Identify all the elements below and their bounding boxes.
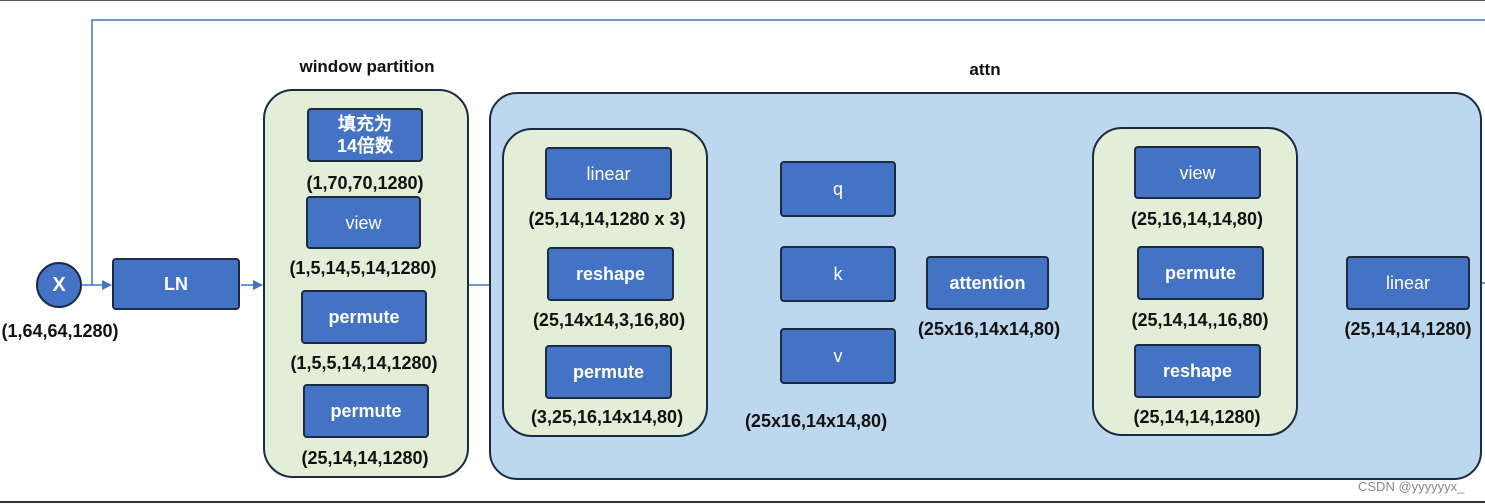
top-border [0, 0, 1485, 1]
partition-permute-1-shape-label: (1,5,5,14,14,1280) [290, 353, 438, 373]
qkv-permute-shape-label: (3,25,16,14x14,80) [530, 407, 684, 427]
qkv-reshape-block: reshape [547, 247, 674, 301]
qkv-reshape-shape-label: (25,14x14,3,16,80) [532, 310, 686, 330]
attention-label: attention [949, 273, 1026, 293]
qkv-linear-shape-label: (25,14,14,1280 x 3) [528, 209, 686, 229]
input-x-node: X [36, 262, 82, 308]
attn-title: attn [969, 60, 1001, 79]
qkv-permute-block: permute [545, 345, 672, 399]
out-view-label: view [1179, 162, 1216, 183]
input-x-label: X [52, 273, 66, 296]
v-block: v [780, 328, 896, 384]
k-block: k [780, 246, 896, 302]
out-permute-block: permute [1137, 246, 1264, 300]
partition-permute-1-block: permute [301, 290, 427, 344]
attention-shape-label: (25x16,14x14,80) [917, 319, 1061, 339]
watermark: CSDN @yyyyyyx_ [1358, 479, 1465, 494]
k-label: k [833, 264, 843, 284]
partition-view-shape-label: (1,5,14,5,14,1280) [289, 258, 437, 278]
proj-linear-shape-label: (25,14,14,1280) [1344, 319, 1472, 339]
out-reshape-shape-label: (25,14,14,1280) [1133, 407, 1261, 427]
pad-block: 填充为 14倍数 [307, 108, 423, 162]
qkv-shape-label: (25x16,14x14,80) [744, 411, 888, 431]
out-view-block: view [1134, 146, 1261, 199]
qkv-linear-label: linear [586, 163, 631, 184]
proj-linear-label: linear [1385, 273, 1431, 293]
partition-permute-2-block: permute [303, 384, 429, 438]
out-permute-shape-label: (25,14,14,,16,80) [1131, 310, 1269, 330]
q-block: q [780, 161, 896, 217]
partition-permute-1-label: permute [328, 307, 400, 327]
attention-block: attention [926, 256, 1049, 310]
proj-linear-block: linear [1346, 256, 1470, 310]
qkv-permute-label: permute [572, 362, 644, 382]
residual-skip-line [91, 19, 1485, 285]
bottom-border [0, 501, 1485, 503]
partition-permute-2-label: permute [330, 401, 402, 421]
partition-view-label: view [345, 212, 382, 233]
out-view-shape-label: (25,16,14,14,80) [1130, 209, 1264, 229]
qkv-linear-block: linear [545, 147, 672, 200]
partition-permute-2-shape-label: (25,14,14,1280) [301, 448, 429, 468]
input-shape-label: (1,64,64,1280) [1, 321, 119, 341]
q-label: q [832, 179, 843, 199]
ln-block: LN [112, 258, 240, 310]
partition-view-block: view [306, 196, 421, 249]
out-reshape-block: reshape [1134, 344, 1261, 398]
v-label: v [833, 346, 843, 366]
pad-label: 填充为 14倍数 [336, 114, 394, 156]
qkv-reshape-label: reshape [575, 264, 646, 284]
pad-shape-label: (1,70,70,1280) [306, 173, 424, 193]
window-partition-title: window partition [299, 57, 435, 76]
out-reshape-label: reshape [1162, 361, 1233, 381]
out-permute-label: permute [1164, 263, 1236, 283]
ln-label: LN [164, 274, 188, 294]
